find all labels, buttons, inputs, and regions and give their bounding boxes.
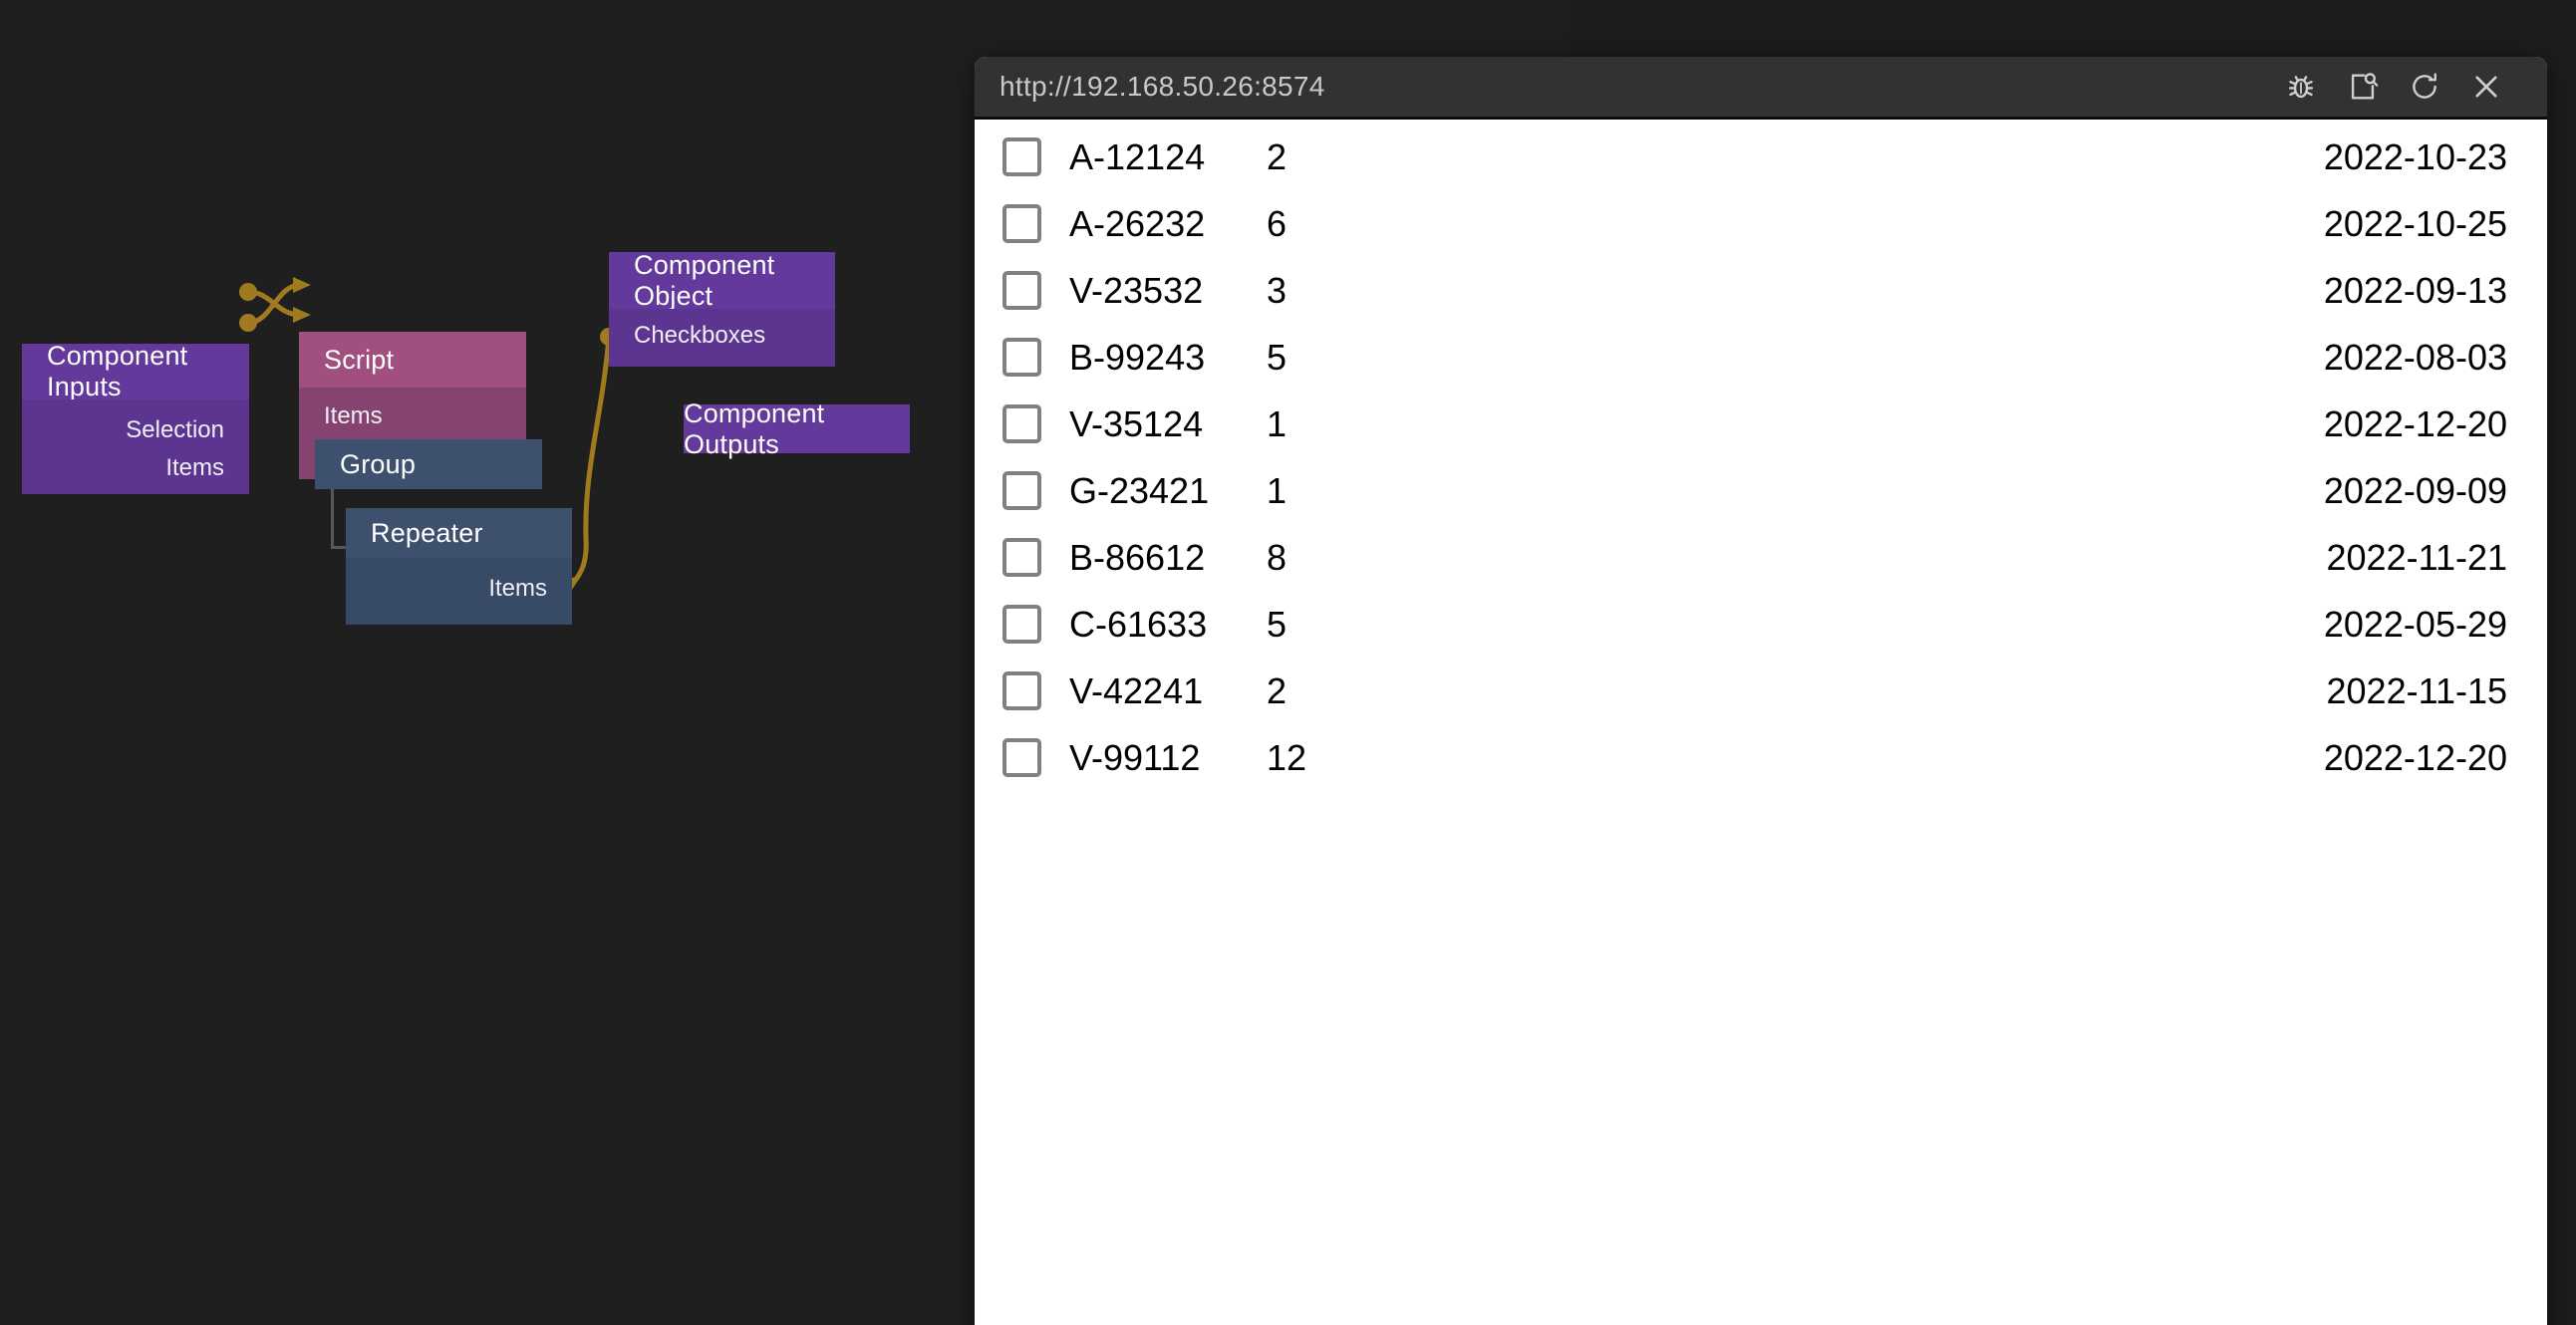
browser-preview-panel: http://192.168.50.26:8574 <box>975 57 2547 1325</box>
node-component-object-body: Checkboxes <box>609 309 835 367</box>
close-icon[interactable] <box>2455 59 2517 115</box>
table-row[interactable]: B-99243 5 2022-08-03 <box>975 324 2547 391</box>
arrowhead-script-initialselection <box>293 307 311 323</box>
node-script-title: Script <box>299 332 526 388</box>
cell-quantity: 1 <box>1267 469 1288 511</box>
table-row[interactable]: A-12124 2 2022-10-23 <box>975 124 2547 190</box>
port-checkboxes-label: Checkboxes <box>634 322 766 349</box>
port-checkboxes[interactable]: Checkboxes <box>609 317 835 355</box>
cell-id: C-61633 <box>1069 603 1208 645</box>
port-items-out-label: Items <box>165 454 224 481</box>
cell-date: 2022-11-21 <box>2326 536 2507 578</box>
url-display[interactable]: http://192.168.50.26:8574 <box>1000 71 1325 102</box>
cell-quantity: 12 <box>1267 736 1307 778</box>
port-script-items[interactable]: Items <box>299 398 526 435</box>
cell-id: G-23421 <box>1069 469 1210 511</box>
cell-id: B-99243 <box>1069 336 1206 378</box>
node-component-inputs-title: Component Inputs <box>22 341 249 401</box>
node-repeater-title: Repeater <box>346 508 572 558</box>
browser-toolbar: http://192.168.50.26:8574 <box>975 57 2547 120</box>
cell-id: V-99112 <box>1069 736 1201 778</box>
row-checkbox[interactable] <box>1002 605 1041 644</box>
row-checkbox[interactable] <box>1002 404 1041 443</box>
node-component-inputs[interactable]: Component Inputs Selection Items <box>22 341 249 494</box>
cell-quantity: 2 <box>1267 669 1288 711</box>
cell-quantity: 5 <box>1267 603 1288 645</box>
port-repeater-items-label: Items <box>488 575 547 602</box>
port-script-items-label: Items <box>324 402 383 429</box>
table-row[interactable]: A-26232 6 2022-10-25 <box>975 190 2547 257</box>
group-child-connector <box>331 489 351 549</box>
node-group[interactable]: Group <box>315 439 542 489</box>
cell-id: V-35124 <box>1069 402 1204 444</box>
node-repeater[interactable]: Repeater Items <box>346 508 572 625</box>
table-row[interactable]: V-35124 1 2022-12-20 <box>975 391 2547 457</box>
cell-date: 2022-12-20 <box>2323 402 2507 444</box>
table-row[interactable]: V-42241 2 2022-11-15 <box>975 658 2547 724</box>
cell-date: 2022-08-03 <box>2323 336 2507 378</box>
cell-id: B-86612 <box>1069 536 1206 578</box>
cell-date: 2022-05-29 <box>2323 603 2507 645</box>
wire-checkboxes-to-repeater-items <box>568 336 612 589</box>
node-group-title: Group <box>340 448 417 479</box>
row-checkbox[interactable] <box>1002 204 1041 243</box>
row-checkbox[interactable] <box>1002 738 1041 777</box>
cell-id: A-26232 <box>1069 202 1206 244</box>
port-dot-items <box>239 314 257 332</box>
node-component-inputs-body: Selection Items <box>22 399 249 494</box>
port-selection[interactable]: Selection <box>22 411 249 449</box>
port-items-out[interactable]: Items <box>22 449 249 487</box>
cell-date: 2022-12-20 <box>2323 736 2507 778</box>
port-repeater-items[interactable]: Items <box>346 570 572 608</box>
port-selection-label: Selection <box>126 416 224 443</box>
cell-quantity: 8 <box>1267 536 1288 578</box>
row-checkbox[interactable] <box>1002 137 1041 176</box>
cell-id: V-23532 <box>1069 269 1204 311</box>
node-repeater-body: Items <box>346 558 572 625</box>
cell-date: 2022-10-25 <box>2323 202 2507 244</box>
cell-id: V-42241 <box>1069 669 1204 711</box>
row-checkbox[interactable] <box>1002 471 1041 510</box>
row-checkbox[interactable] <box>1002 538 1041 577</box>
cell-quantity: 5 <box>1267 336 1288 378</box>
row-checkbox[interactable] <box>1002 271 1041 310</box>
node-component-outputs-title: Component Outputs <box>684 398 825 459</box>
table-row[interactable]: B-86612 8 2022-11-21 <box>975 524 2547 591</box>
cell-date: 2022-09-13 <box>2323 269 2507 311</box>
row-checkbox[interactable] <box>1002 671 1041 710</box>
table-row[interactable]: V-99112 12 2022-12-20 <box>975 724 2547 791</box>
cell-quantity: 6 <box>1267 202 1288 244</box>
cell-date: 2022-09-09 <box>2323 469 2507 511</box>
node-component-object-title: Component Object <box>609 250 835 311</box>
cell-date: 2022-10-23 <box>2323 135 2507 177</box>
node-component-outputs[interactable]: Component Outputs <box>684 398 910 459</box>
node-component-object[interactable]: Component Object Checkboxes <box>609 250 835 367</box>
cell-date: 2022-11-15 <box>2326 669 2507 711</box>
table-row[interactable]: C-61633 5 2022-05-29 <box>975 591 2547 658</box>
page-search-icon[interactable] <box>2332 59 2394 115</box>
cell-id: A-12124 <box>1069 135 1206 177</box>
row-checkbox[interactable] <box>1002 338 1041 377</box>
arrowhead-script-items <box>293 277 311 293</box>
reload-icon[interactable] <box>2394 59 2455 115</box>
port-dot-selection <box>239 283 257 301</box>
table-row[interactable]: G-23421 1 2022-09-09 <box>975 457 2547 524</box>
table-row[interactable]: V-23532 3 2022-09-13 <box>975 257 2547 324</box>
cell-quantity: 2 <box>1267 135 1288 177</box>
bug-icon[interactable] <box>2270 59 2332 115</box>
cell-quantity: 3 <box>1267 269 1288 311</box>
cell-quantity: 1 <box>1267 402 1288 444</box>
